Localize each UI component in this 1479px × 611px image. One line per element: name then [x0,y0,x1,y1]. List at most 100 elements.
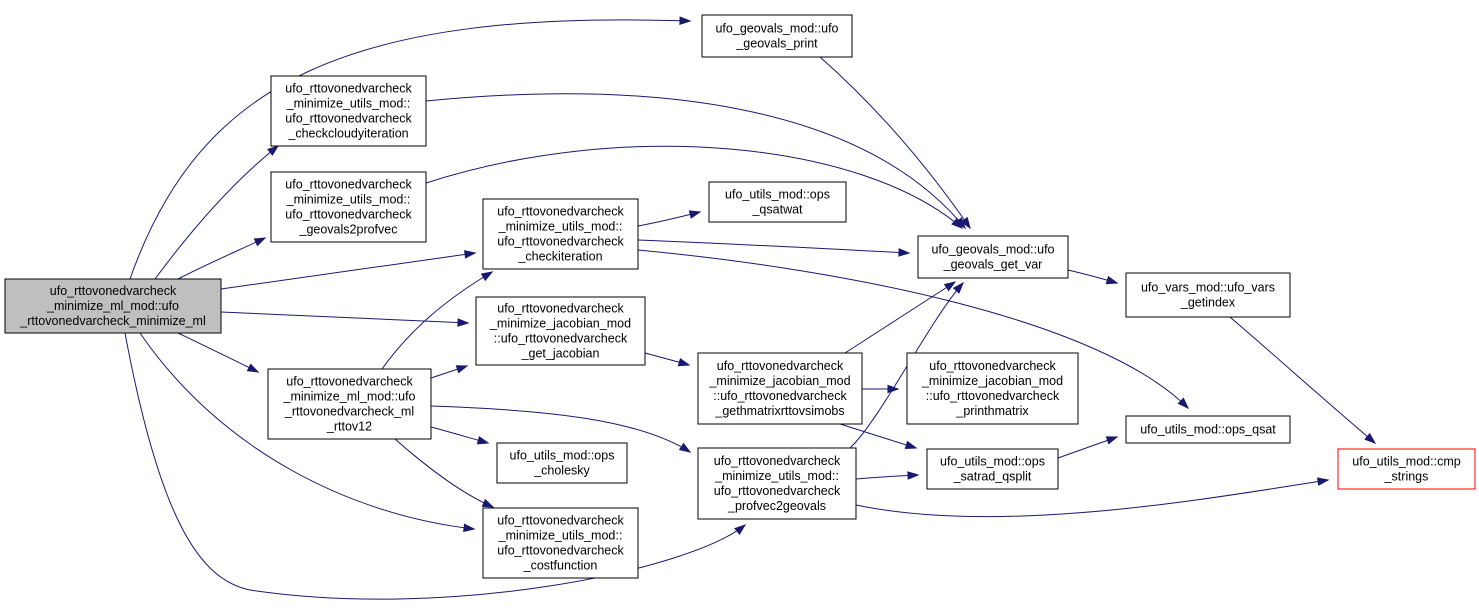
edge-root-to-costfunction [139,332,476,533]
node-layer: ufo_rttovonedvarcheck_minimize_ml_mod::u… [4,14,1476,579]
arrowhead-icon [246,363,260,373]
node-gethmatrix[interactable]: ufo_rttovonedvarcheck_minimize_jacobian_… [697,352,863,425]
node-label-line: ::ufo_rttovonedvarcheck [494,332,628,346]
node-box [906,352,1079,425]
node-cmp-strings[interactable]: ufo_utils_mod::cmp_strings [1337,448,1476,490]
node-checkcloudyiteration[interactable]: ufo_rttovonedvarcheck_minimize_utils_mod… [270,75,427,147]
edge-line [394,438,494,508]
node-box [475,296,646,366]
node-label-line: _printhmatrix [955,404,1029,418]
node-box [496,442,628,484]
node-label-line: _minimize_ml_mod::ufo [283,390,416,404]
edge-line [430,405,691,453]
node-printhmatrix[interactable]: ufo_rttovonedvarcheck_minimize_jacobian_… [906,352,1079,425]
edge-line [381,271,493,370]
node-label-line: ufo_utils_mod::cmp [1352,455,1460,469]
node-label-line: ufo_utils_mod::ops [510,449,615,463]
edge-root-to-get_jacobian [220,311,470,327]
node-box [917,235,1069,279]
arrowhead-icon [463,523,476,533]
edge-line [425,145,963,229]
node-geovals2profvec[interactable]: ufo_rttovonedvarcheck_minimize_utils_mod… [270,171,427,243]
arrowhead-icon [464,250,477,259]
node-costfunction[interactable]: ufo_rttovonedvarcheck_minimize_utils_mod… [482,507,639,579]
node-box [697,447,857,520]
arrowhead-icon [688,210,702,219]
node-label-line: ufo_rttovonedvarcheck [497,205,624,219]
arrowhead-icon [1316,477,1330,486]
node-box [270,171,427,243]
arrowhead-icon [1105,436,1119,445]
edge-line [855,479,1329,518]
node-root[interactable]: ufo_rttovonedvarcheck_minimize_ml_mod::u… [4,278,222,334]
edge-profvec2geovals-to-cmp_strings [855,477,1330,518]
arrowhead-icon [1177,397,1190,410]
node-label-line: ufo_rttovonedvarcheck [714,484,841,498]
node-label-line: _minimize_utils_mod:: [498,220,623,234]
edge-line [129,19,691,280]
node-ops-cholesky[interactable]: ufo_utils_mod::ops_cholesky [496,442,628,484]
node-label-line: ufo_rttovonedvarcheck [497,514,624,528]
node-label-line: _gethmatrixrttovsimobs [714,404,844,418]
edge-line [1229,316,1376,444]
arrowhead-icon [267,145,280,156]
node-checkiteration[interactable]: ufo_rttovonedvarcheck_minimize_utils_mod… [482,198,639,270]
edge-line [637,249,1189,409]
node-ops-qsatwat[interactable]: ufo_utils_mod::ops_qsatwat [708,181,847,223]
node-label-line: _rttovonedvarcheck_minimize_ml [19,314,206,328]
edge-line [839,423,917,449]
node-label-line: ufo_utils_mod::ops [725,188,830,202]
edge-geovals_print-to-geovals_get_var [819,56,971,230]
node-label-line: _minimize_jacobian_mod [921,374,1063,388]
edge-root-to-ml_rttov12 [177,332,260,373]
edge-line [220,252,476,290]
node-label-line: _getindex [1180,296,1236,310]
edge-line [124,332,746,600]
node-label-line: ufo_rttovonedvarcheck [286,375,413,389]
node-label-line: ufo_utils_mod::ops [940,455,1045,469]
edge-vars_getindex-to-cmp_strings [1229,316,1377,444]
node-box [4,278,222,334]
node-label-line: ufo_rttovonedvarcheck [285,178,412,192]
edge-line [139,332,475,530]
node-label-line: ::ufo_rttovonedvarcheck [926,389,1060,403]
arrowhead-icon [734,524,747,535]
node-label-line: ufo_rttovonedvarcheck [714,454,841,468]
node-label-line: _rttovonedvarcheck_ml [284,405,414,419]
node-ops-satrad-qsplit[interactable]: ufo_utils_mod::ops_satrad_qsplit [926,448,1059,490]
arrowhead-icon [943,281,957,292]
edge-ml_rttov12-to-get_jacobian [430,365,469,379]
edge-ml_rttov12-to-costfunction [394,438,495,508]
node-label-line: _minimize_utils_mod:: [498,529,623,543]
node-vars-getindex[interactable]: ufo_vars_mod::ufo_vars_getindex [1125,272,1291,318]
node-label-line: ufo_rttovonedvarcheck [497,544,624,558]
edge-profvec2geovals-to-geovals_get_var [849,281,964,449]
edge-checkiteration-to-ops_qsat [637,249,1190,410]
edge-root-to-profvec2geovals [124,332,747,600]
node-label-line: _checkcloudyiteration [287,127,408,141]
edge-checkiteration-to-geovals_get_var [637,239,911,257]
node-geovals-print[interactable]: ufo_geovals_mod::ufo_geovals_print [701,14,853,58]
node-box [701,14,853,58]
arrowhead-icon [677,357,691,367]
node-ml-rttov12[interactable]: ufo_rttovonedvarcheck_minimize_ml_mod::u… [267,368,432,440]
node-label-line: _minimize_ml_mod::ufo [46,299,179,313]
edge-root-to-checkcloudyiteration [154,145,280,280]
node-box [482,198,639,270]
edge-line [177,237,266,280]
edge-line [637,239,910,254]
node-get-jacobian[interactable]: ufo_rttovonedvarcheck_minimize_jacobian_… [475,296,646,366]
node-label-line: _strings [1384,470,1429,484]
node-label-line: _costfunction [523,559,598,573]
node-label-line: _minimize_utils_mod:: [286,193,411,207]
edge-root-to-checkiteration [220,250,477,290]
node-label-line: _geovals_get_var [943,258,1043,272]
node-ops-qsat[interactable]: ufo_utils_mod::ops_qsat [1125,415,1291,444]
edge-line [849,282,964,449]
node-geovals-get-var[interactable]: ufo_geovals_mod::ufo_geovals_get_var [917,235,1069,279]
node-label-line: ufo_geovals_mod::ufo [931,243,1054,257]
node-label-line: _minimize_utils_mod:: [714,469,839,483]
node-box [697,352,863,425]
node-profvec2geovals[interactable]: ufo_rttovonedvarcheck_minimize_utils_mod… [697,447,857,520]
